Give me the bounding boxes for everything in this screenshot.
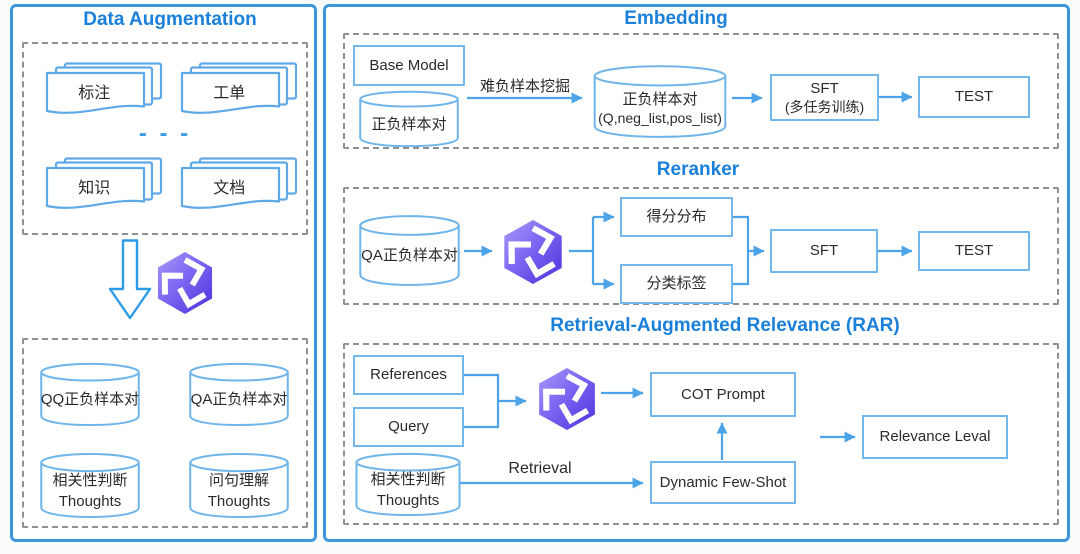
thoughts-store-cylinder: 相关性判断 Thoughts [352,452,464,516]
qa-pairs-cylinder: QA正负样本对 [186,362,292,426]
cylinder-label: 相关性判断 [370,471,446,489]
box-label: Base Model [369,56,449,74]
query-box: Query [353,407,464,447]
data-augmentation-title: Data Augmentation [83,9,257,30]
cylinder-label: 正负样本对 [371,115,447,133]
relevance-level-box: Relevance Leval [862,415,1008,459]
rar-group [343,343,1059,525]
cylinder-label: QQ正负样本对 [40,391,140,409]
tongyi-model-logo-icon [498,218,568,286]
cylinder-label: 相关性判断 [52,471,128,489]
reranker-test-box: TEST [918,231,1030,271]
embedding-group [343,33,1059,149]
tongyi-model-logo-icon [533,366,601,432]
doc-stack-workorder: 工单 [180,62,300,118]
mined-pairs-cylinder: 正负样本对 (Q,neg_list,pos_list) [589,64,731,138]
box-label: 分类标签 [646,275,707,293]
qq-pairs-cylinder: QQ正负样本对 [37,362,143,426]
box-label: 得分分布 [646,208,707,226]
embedding-sft-box: SFT (多任务训练) [770,74,879,121]
cot-prompt-box: COT Prompt [650,372,796,417]
doc-stack-label: 标注 [78,85,111,102]
hard-negative-mining-label: 难负样本挖掘 [479,78,570,95]
cylinder-label: Thoughts [207,492,271,510]
cylinder-label: 问句理解 [208,471,269,489]
box-label: Query [388,418,429,436]
embedding-test-box: TEST [918,76,1030,118]
cylinder-label: Thoughts [376,492,440,510]
cylinder-label: (Q,neg_list,pos_list) [598,110,722,127]
cylinder-label: QA正负样本对 [190,391,288,409]
class-label-box: 分类标签 [620,264,733,304]
box-label: TEST [954,88,994,106]
cylinder-label: 正负样本对 [622,90,698,108]
augmented-outputs-group [22,338,308,528]
line-merge-bracket [733,215,750,286]
box-label: Dynamic Few-Shot [659,473,787,491]
rar-title: Retrieval-Augmented Relevance (RAR) [550,315,900,336]
doc-stack-document: 文档 [180,157,300,213]
box-label: SFT [809,242,839,260]
dynamic-few-shot-box: Dynamic Few-Shot [650,461,796,504]
tongyi-model-logo-icon [152,250,218,316]
cylinder-label: Thoughts [58,492,122,510]
doc-stack-label: 知识 [78,180,111,197]
doc-stack-knowledge: 知识 [45,157,165,213]
cylinder-label: QA正负样本对 [361,247,458,265]
base-model-box: Base Model [353,45,465,86]
embedding-title: Embedding [624,8,728,29]
raw-sources-group [22,42,308,235]
line-input-bracket [464,373,500,429]
reranker-title: Reranker [656,159,740,180]
down-arrow-icon [108,239,152,321]
doc-stack-label: 文档 [213,180,246,197]
box-label: COT Prompt [681,385,765,403]
box-label: (多任务训练) [784,99,865,116]
doc-stack-annotation: 标注 [45,62,165,118]
more-sources-ellipsis: - - - [138,120,192,147]
seed-pairs-cylinder: 正负样本对 [356,90,462,147]
query-understanding-cylinder: 问句理解 Thoughts [186,452,292,518]
score-distribution-box: 得分分布 [620,197,733,237]
doc-stack-label: 工单 [213,85,246,102]
relevance-thoughts-cylinder: 相关性判断 Thoughts [37,452,143,518]
box-label: Relevance Leval [879,428,991,446]
box-label: TEST [954,242,994,260]
box-label: References [370,366,447,384]
references-box: References [353,355,464,395]
retrieval-label: Retrieval [508,460,572,477]
qa-input-cylinder: QA正负样本对 [356,214,463,286]
reranker-group [343,187,1059,305]
box-label: SFT [810,79,839,97]
reranker-sft-box: SFT [770,229,878,273]
